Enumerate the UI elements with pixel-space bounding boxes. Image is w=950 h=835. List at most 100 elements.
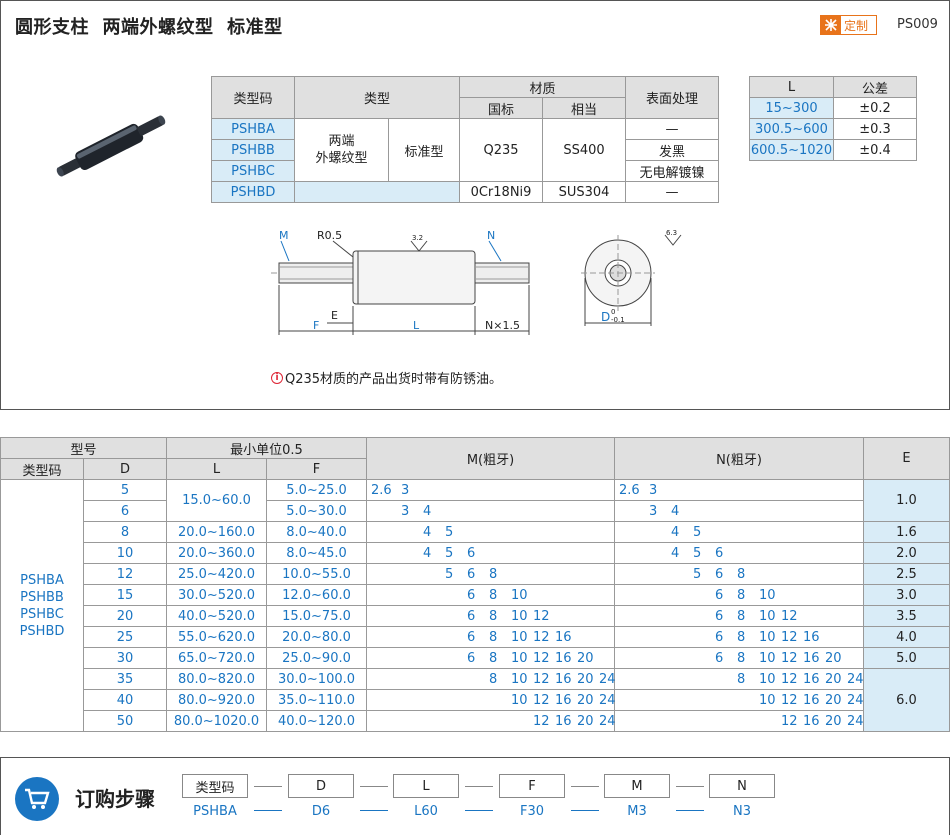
custom-badge[interactable]: 定制 [820,15,877,35]
th-min-unit: 最小单位0.5 [166,437,367,459]
order-step-label: M [631,778,643,794]
th-model: 型号 [0,437,167,459]
dim-e: E [331,309,338,322]
l-cell: 25.0~420.0 [166,563,267,585]
th-d: D [83,458,167,480]
n-thread-size: 10 [759,609,776,624]
order-step-value: N3 [733,804,751,819]
th-material: 材质 [459,76,626,98]
order-step-box: 类型码 [182,774,248,798]
l-cell: 80.0~820.0 [166,668,267,690]
dim-d-tol-up: 0 [611,308,615,316]
n-thread-size: 10 [759,693,776,708]
order-step-value: D6 [311,804,331,819]
th-e: E [863,437,950,480]
d-cell: 12 [83,563,167,585]
rough-1: 3.2 [412,234,423,242]
surface-cell: — [625,181,719,203]
th-l: L [749,76,834,98]
surface-cell: 无电解镀镍 [625,160,719,182]
order-step-value: F30 [519,804,545,819]
f-cell: 12.0~60.0 [266,584,367,606]
th-national: 国标 [459,97,543,119]
f-cell: 10.0~55.0 [266,563,367,585]
e-cell: 1.0 [863,479,950,522]
m-thread-size: 10 [511,651,528,666]
n-thread-size: 12 [781,651,798,666]
code-cell: PSHBD [211,181,295,203]
tol-value-cell: ±0.2 [833,97,917,119]
mat2-national: 0Cr18Ni9 [459,181,543,203]
n-thread-size: 12 [781,693,798,708]
d-cell: 10 [83,542,167,564]
code-cell: PSHBB [211,139,295,161]
m-thread-size: 8 [489,651,498,666]
product-image [56,115,166,177]
n-thread-size: 12 [781,609,798,624]
surface-cell: 发黑 [625,139,719,161]
f-cell: 5.0~25.0 [266,479,367,501]
m-thread-size: 8 [489,609,498,624]
n-thread-size: 6 [715,609,724,624]
d-cell: 25 [83,626,167,648]
th-surface: 表面处理 [625,76,719,119]
n-thread-size: 20 [825,672,842,687]
order-step-value: L60 [414,804,438,819]
n-thread-size: 6 [715,546,724,561]
m-thread-size: 10 [511,630,528,645]
th-f: F [266,458,367,480]
type-a-cell: 两端 外螺纹型 [293,118,390,182]
l-cell: 65.0~720.0 [166,647,267,669]
m-thread-size: 2.6 [371,483,392,498]
m-thread-size: 16 [555,714,572,729]
dim-d: D [601,310,610,324]
n-thread-size: 10 [759,630,776,645]
m-thread-size: 4 [423,504,432,519]
n-thread-size: 4 [671,546,680,561]
m-thread-size: 12 [533,651,550,666]
order-step-box: N [709,774,775,798]
type-b-cell: 标准型 [388,118,460,182]
technical-drawing: M R0.5 3.2 N E F L N×1.5 6.3 D 0 -0.1 [271,229,682,335]
n-thread-size: 16 [803,693,820,708]
order-value-connector [360,810,388,811]
m-thread-size: 10 [511,693,528,708]
tolerance-table: L 公差 15~300±0.2 300.5~600±0.3 600.5~1020… [749,76,917,161]
l-cell: 80.0~1020.0 [166,710,267,732]
custom-badge-label: 定制 [844,18,869,33]
order-value-connector [571,810,599,811]
n-thread-size: 6 [715,630,724,645]
m-thread-size: 16 [555,630,572,645]
order-value-connector [254,810,282,811]
n-thread-size: 4 [671,525,680,540]
m-thread-size: 12 [533,630,550,645]
order-step-value: PSHBA [193,804,237,819]
size-table: 型号 最小单位0.5 M(粗牙) N(粗牙) E 类型码 D L F PSHBA… [0,437,950,732]
mat2-equiv: SUS304 [542,181,626,203]
n-thread-size: 6 [715,567,724,582]
cart-icon [15,777,59,821]
n-thread-size: 12 [781,672,798,687]
d-cell: 35 [83,668,167,690]
order-value-connector [676,810,704,811]
dim-m: M [279,229,289,242]
l-cell: 20.0~160.0 [166,521,267,543]
m-thread-size: 12 [533,693,550,708]
n-thread-size: 8 [737,651,746,666]
n-thread-size: 3 [649,483,658,498]
dim-l: L [413,319,420,332]
m-thread-size: 3 [401,483,410,498]
